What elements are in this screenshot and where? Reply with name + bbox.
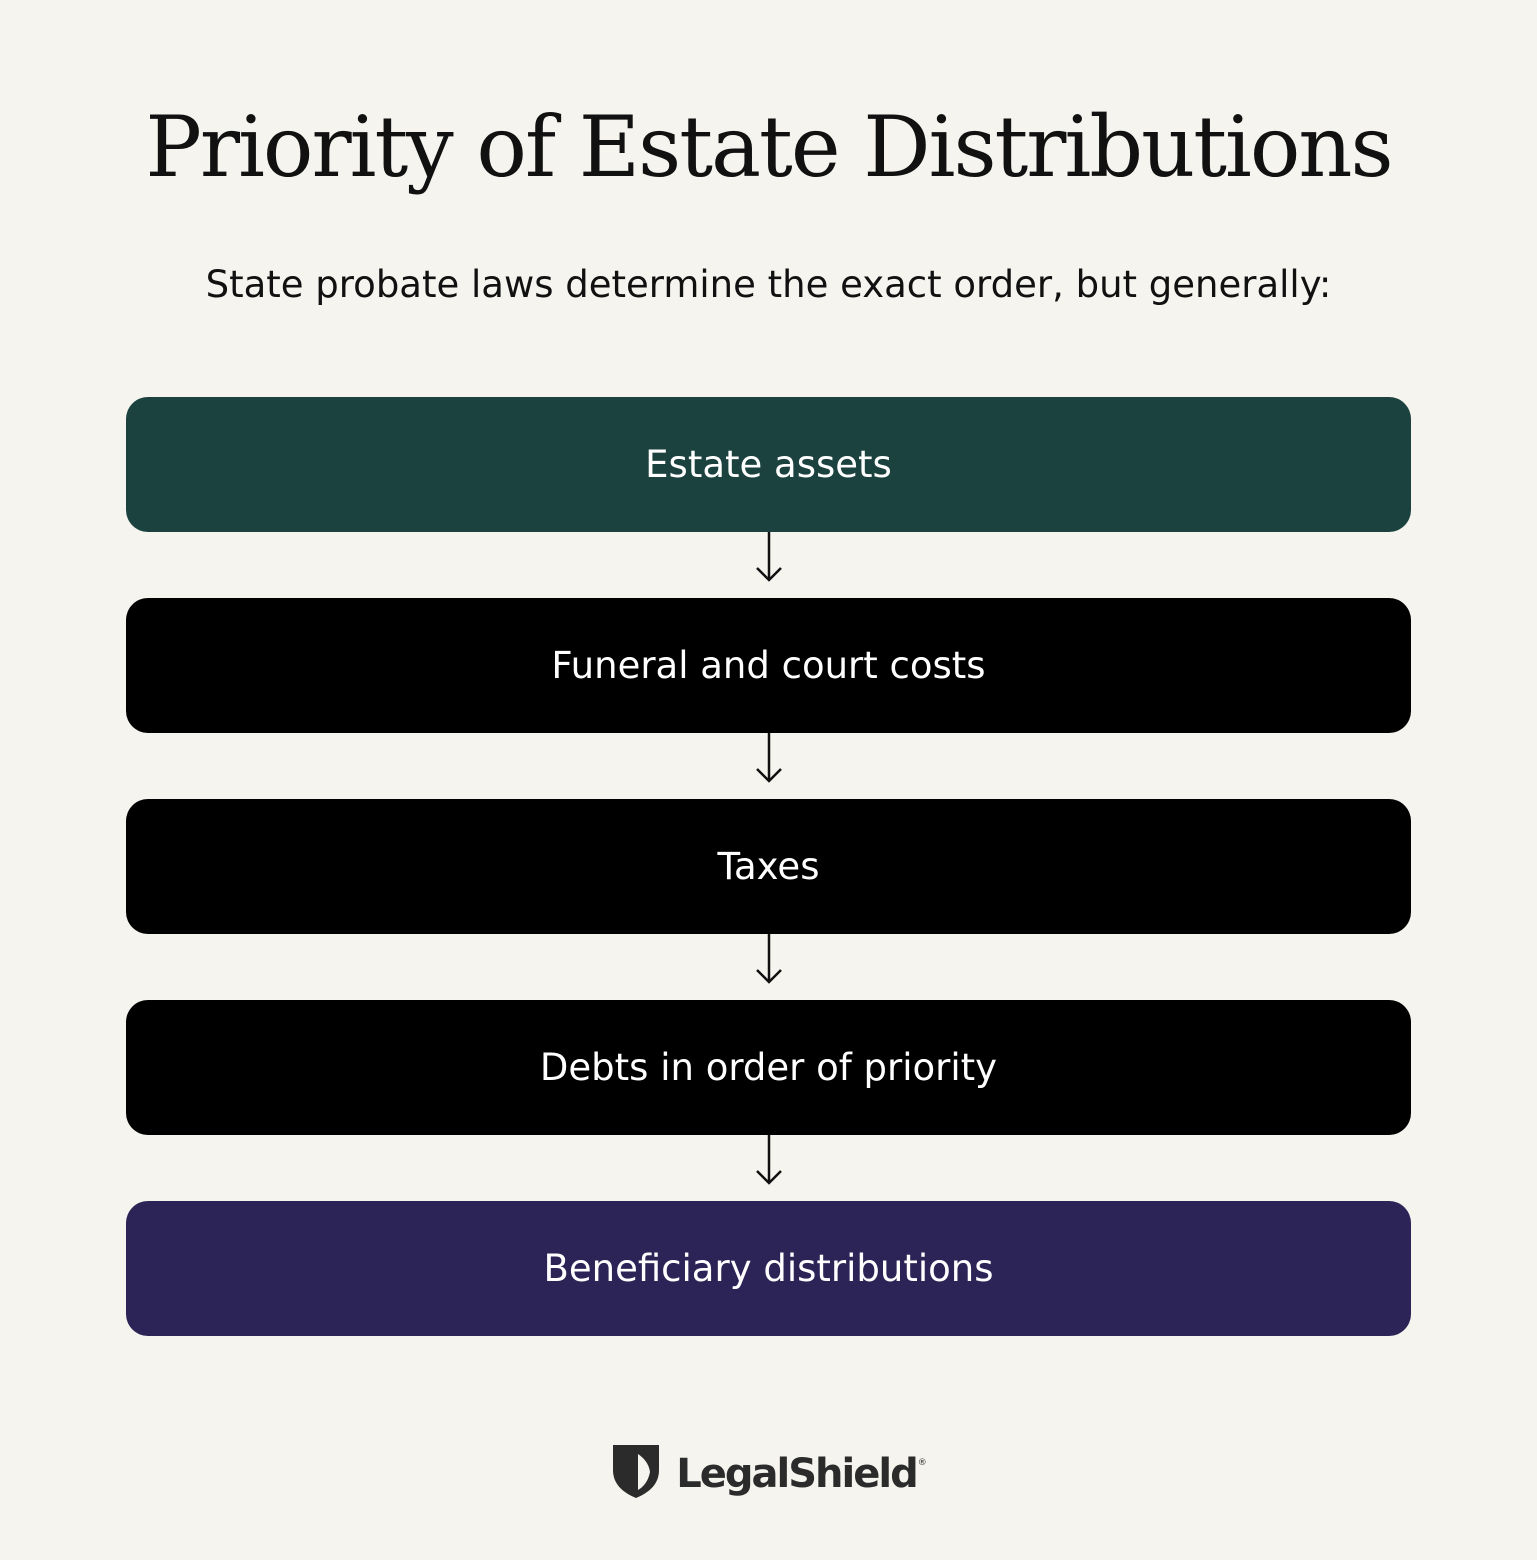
- down-arrow-icon: [126, 1135, 1411, 1201]
- step-funeral-court-costs: Funeral and court costs: [126, 598, 1411, 733]
- registered-mark: ®: [917, 1458, 927, 1468]
- page-title: Priority of Estate Distributions: [145, 98, 1393, 196]
- down-arrow-icon: [126, 934, 1411, 1000]
- flowchart: Estate assets Funeral and court costs Ta…: [126, 397, 1411, 1336]
- step-label: Debts in order of priority: [539, 1046, 998, 1089]
- step-beneficiary-distributions: Beneficiary distributions: [126, 1201, 1411, 1336]
- shield-icon: [610, 1442, 662, 1505]
- step-label: Estate assets: [645, 443, 892, 486]
- down-arrow-icon: [126, 733, 1411, 799]
- step-label: Beneficiary distributions: [543, 1247, 994, 1290]
- down-arrow-icon: [126, 532, 1411, 598]
- step-label: Funeral and court costs: [551, 644, 986, 687]
- brand-name: LegalShield: [676, 1450, 918, 1497]
- step-label: Taxes: [717, 845, 820, 888]
- page-subtitle: State probate laws determine the exact o…: [205, 263, 1332, 306]
- step-debts: Debts in order of priority: [126, 1000, 1411, 1135]
- brand-logo: LegalShield ®: [0, 1442, 1537, 1505]
- step-estate-assets: Estate assets: [126, 397, 1411, 532]
- step-taxes: Taxes: [126, 799, 1411, 934]
